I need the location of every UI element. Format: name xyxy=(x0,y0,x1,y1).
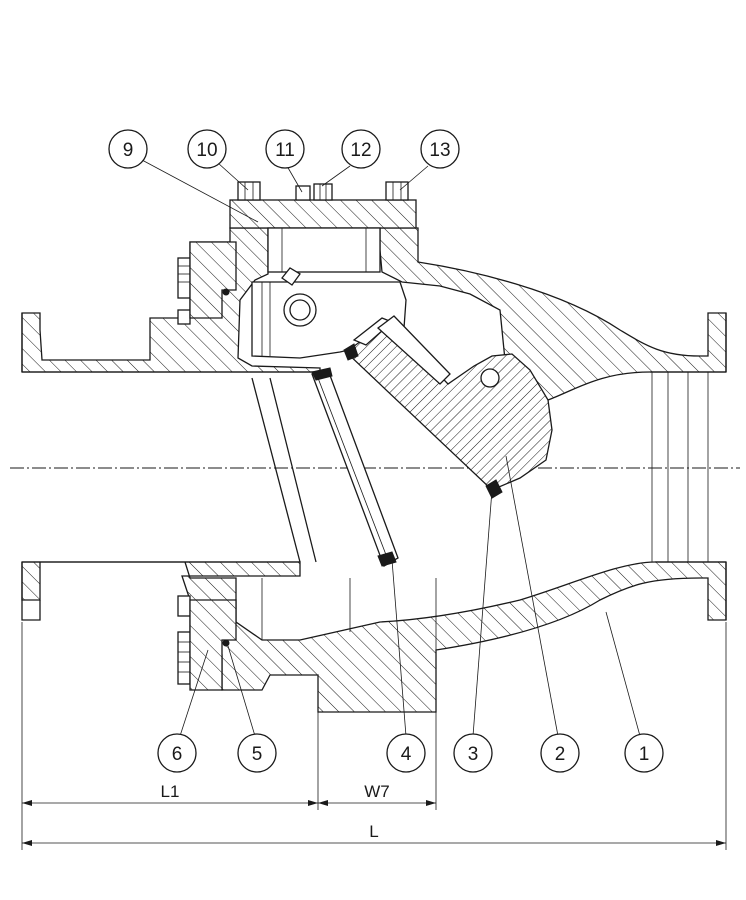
cover-bonnet xyxy=(267,227,381,273)
cover-assembly xyxy=(229,181,417,273)
seat-o-ring-lower xyxy=(222,639,230,647)
callout-13: 13 xyxy=(420,129,460,169)
body-lower-wall xyxy=(21,561,727,713)
hinge-pin-inner xyxy=(289,299,311,321)
svg-text:10: 10 xyxy=(196,140,217,161)
callout-9: 9 xyxy=(108,129,148,169)
callout-5: 5 xyxy=(237,733,277,773)
callout-11: 11 xyxy=(265,129,305,169)
svg-text:2: 2 xyxy=(555,744,566,765)
callout-2: 2 xyxy=(540,733,580,773)
svg-text:6: 6 xyxy=(172,744,183,765)
svg-text:13: 13 xyxy=(429,140,450,161)
seat-ring-shape xyxy=(251,367,399,567)
seat-o-ring-upper xyxy=(222,288,230,296)
cover-center-plug-shape xyxy=(295,183,333,201)
callout-10: 10 xyxy=(187,129,227,169)
callout-12: 12 xyxy=(341,129,381,169)
svg-text:5: 5 xyxy=(252,744,263,765)
seat-ring-flange-shape xyxy=(189,241,237,691)
dim-l1-label: L1 xyxy=(161,782,180,801)
side-bolts xyxy=(177,257,191,685)
svg-text:9: 9 xyxy=(123,140,134,161)
svg-text:11: 11 xyxy=(275,140,295,161)
callout-6: 6 xyxy=(157,733,197,773)
dim-w7-label: W7 xyxy=(364,782,390,801)
callout-1: 1 xyxy=(624,733,664,773)
cover-bolt-left-shape xyxy=(237,181,261,201)
cover-bolt-right-shape xyxy=(385,181,409,201)
svg-text:4: 4 xyxy=(401,744,412,765)
disc-seal-shape xyxy=(485,479,503,499)
svg-text:12: 12 xyxy=(350,140,371,161)
cover-plate xyxy=(229,199,417,229)
svg-text:1: 1 xyxy=(639,744,650,765)
body-dome-wall xyxy=(379,227,727,411)
svg-text:3: 3 xyxy=(468,744,479,765)
disc-shape xyxy=(343,315,553,499)
callout-4: 4 xyxy=(386,733,426,773)
leader-lines xyxy=(141,159,641,737)
dim-l-label: L xyxy=(369,822,378,841)
callout-3: 3 xyxy=(453,733,493,773)
dimension-lines xyxy=(21,622,727,850)
